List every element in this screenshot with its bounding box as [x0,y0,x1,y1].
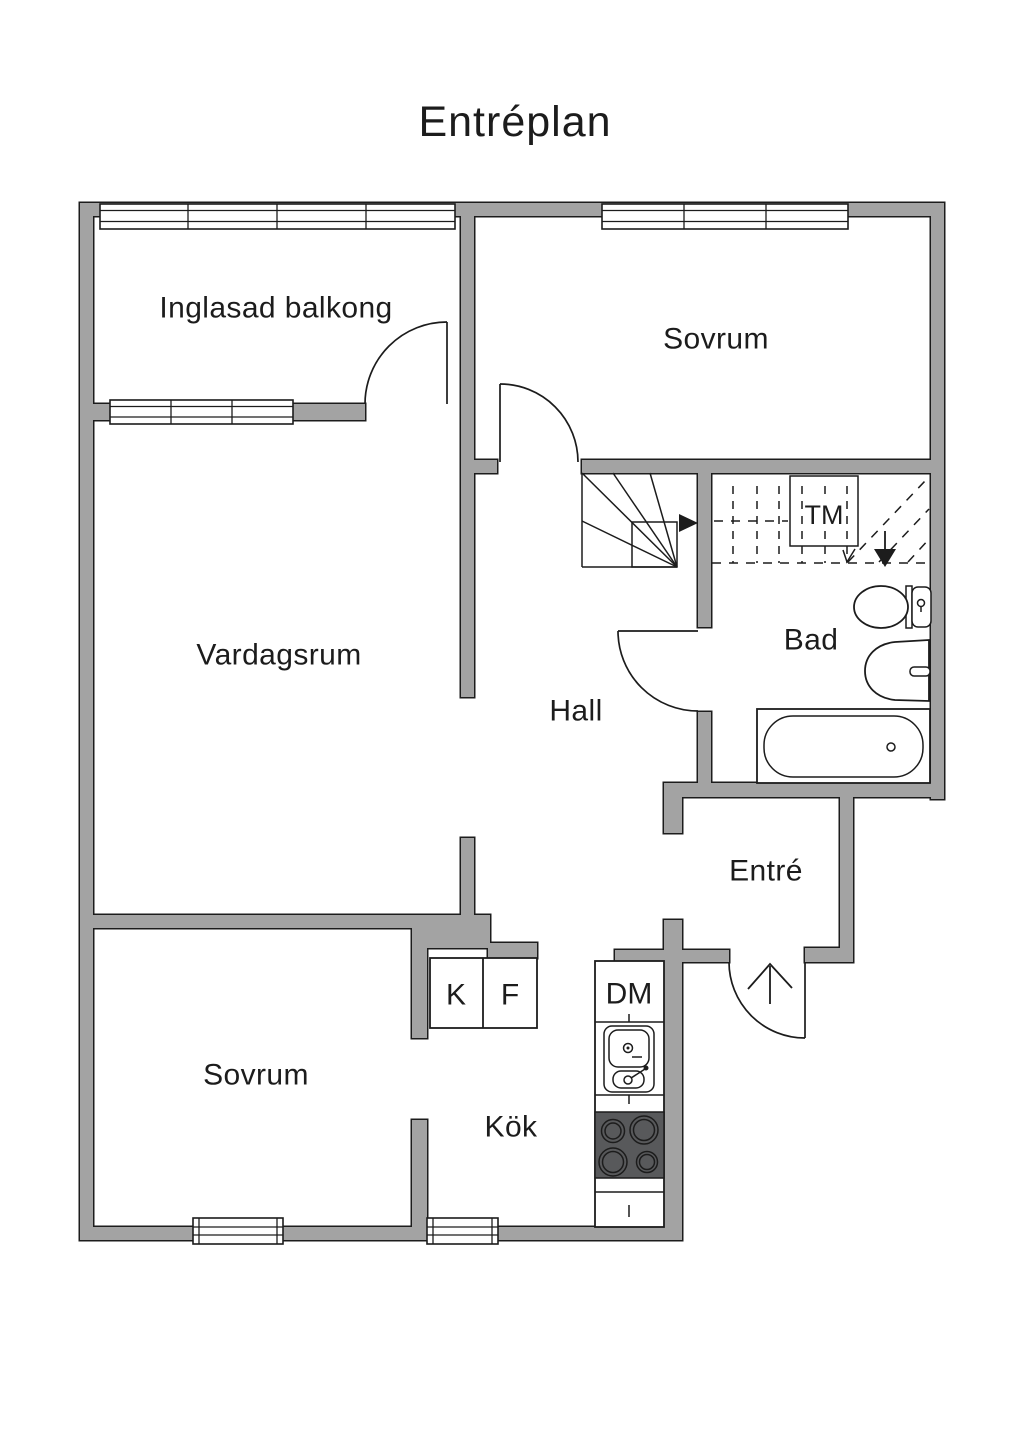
stair-winder-line [581,472,678,568]
bathtub-inner [763,715,924,778]
burner-inner [604,1122,622,1140]
sink-faucet [909,666,931,677]
window-frame [109,399,294,425]
burner-inner [632,1118,656,1142]
door-swing-arc [728,961,806,1039]
stair-diagonal-dashed [878,508,930,563]
stair-direction-arrow [679,514,698,532]
sink-basin [864,639,930,702]
window-frame [192,1217,284,1245]
burner [629,1115,659,1145]
stair-winder-line [612,472,678,568]
room-label-bedroom-bottom: Sovrum [203,1059,309,1092]
burner [635,1150,659,1174]
fridge-label: K [446,979,466,1012]
window-bedroom-top [601,203,849,230]
bathtub-drain [886,742,896,752]
washing-machine-label-chip [803,498,845,530]
window-frame [426,1217,499,1245]
door-swing-arc [364,321,448,405]
sink-drain-dot [626,1046,630,1050]
room-label-living-room: Vardagsrum [196,639,361,672]
door-bedroom-top [499,383,579,463]
burner-inner [638,1153,656,1171]
bathroom-sink [864,639,931,702]
freezer-label: F [501,979,519,1012]
window-balcony-top [99,203,456,230]
burner-inner [601,1150,625,1174]
room-label-bathroom: Bad [784,624,839,657]
room-label-kitchen: Kök [485,1111,538,1144]
toilet [853,585,932,629]
counter-outline [594,960,665,1228]
door-bathroom [617,630,699,712]
dishwasher-label: DM [606,978,653,1011]
stove [594,1111,665,1179]
door-balcony [364,321,448,405]
stair-diagonal-dashed [847,480,926,563]
sink-drain [622,1042,634,1054]
faucet-base [623,1075,633,1085]
room-label-hall: Hall [549,695,602,728]
burner [600,1118,626,1144]
door-swing-arc [617,630,699,712]
bathtub [756,708,931,784]
stairs-upper-flight-dashed: TM [712,475,931,567]
washing-machine-label: TM [805,500,844,530]
room-label-balcony: Inglasad balkong [159,292,392,325]
stair-winder-line [581,520,678,568]
stair-down-arrow-head [874,549,896,567]
stair-small-arrow [842,548,856,564]
toilet-bowl [853,585,909,629]
window-kitchen-bottom [426,1217,499,1245]
fridge-freezer-cabinets: K F [429,957,538,1029]
faucet-knob [643,1065,649,1071]
page-title: Entréplan [418,98,611,146]
burner [598,1147,628,1177]
door-entry [728,961,806,1039]
stair-winder-line [649,472,678,568]
stairs-lower-flight [581,472,698,568]
window-frame [601,203,849,230]
stair-diagonal-dashed [907,537,931,563]
room-label-entry: Entré [729,855,803,888]
room-label-bedroom-top: Sovrum [663,323,769,356]
door-swing-arc [499,383,579,463]
kitchen-sink [603,1025,655,1093]
window-balcony-inner [109,399,294,425]
window-bedroom-bottom [192,1217,284,1245]
washing-machine-box [789,475,859,547]
entry-arrow-head [747,962,793,990]
kitchen-counter: DM [594,960,665,1228]
